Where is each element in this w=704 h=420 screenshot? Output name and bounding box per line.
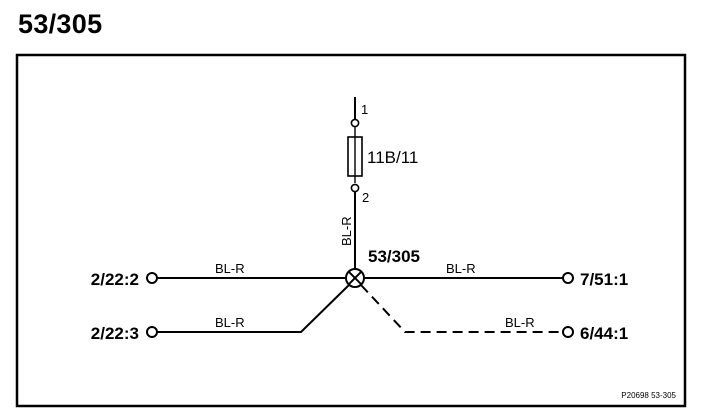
- connector-left-top-terminal: [146, 272, 158, 284]
- connector-right-bottom-label: 6/44:1: [580, 324, 628, 343]
- wire-color-right-bottom: BL-R: [505, 315, 535, 330]
- reference-code: P20698 53-305: [621, 391, 676, 400]
- page-title: 53/305: [18, 9, 103, 39]
- splice-cross-2: [347, 270, 363, 286]
- wire-color-right-top: BL-R: [446, 261, 476, 276]
- fuse-pin-1-label: 1: [361, 102, 368, 117]
- connector-left-bottom-terminal: [146, 326, 158, 338]
- connector-right-top-label: 7/51:1: [580, 270, 628, 289]
- wire-color-vertical: BL-R: [339, 216, 354, 246]
- fuse-name-label: 11B/11: [367, 148, 418, 167]
- fuse-pin-1-terminal: [350, 118, 360, 128]
- wire-color-left-bottom: BL-R: [215, 315, 245, 330]
- fuse-pin-2-terminal: [350, 183, 360, 193]
- wire-color-left-top: BL-R: [215, 261, 245, 276]
- diagram-frame: [15, 53, 687, 408]
- splice-name-label: 53/305: [368, 247, 420, 266]
- connector-right-bottom-terminal: [562, 326, 574, 338]
- connector-left-bottom-label: 2/22:3: [91, 324, 139, 343]
- wire-left-bottom: [157, 284, 350, 333]
- fuse-pin-2-label: 2: [362, 190, 369, 205]
- wire-right-bottom: [360, 284, 563, 333]
- connector-right-top-terminal: [562, 272, 574, 284]
- connector-left-top-label: 2/22:2: [91, 270, 139, 289]
